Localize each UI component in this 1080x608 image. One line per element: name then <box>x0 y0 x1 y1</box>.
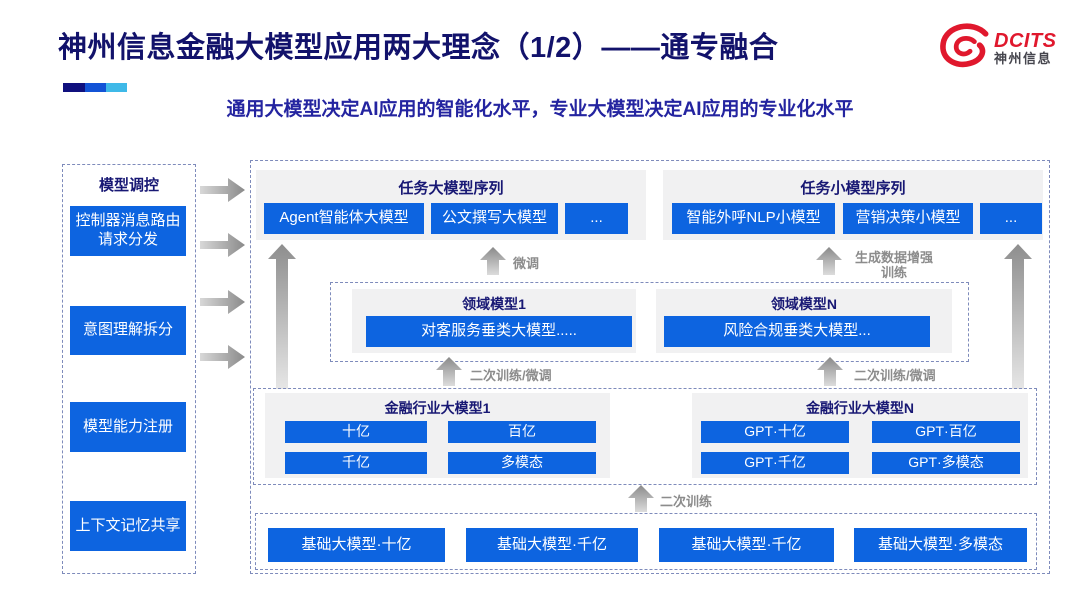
node-gpt-multimodal: GPT·多模态 <box>872 452 1020 474</box>
sidebar-title: 模型调控 <box>98 177 159 194</box>
retrain-finetune-label-left: 二次训练/微调 <box>470 368 552 383</box>
up-arrow-icon <box>816 247 842 275</box>
node-gpt-ten-billion: GPT·十亿 <box>701 421 849 443</box>
node-gpt-thousand-billion: GPT·千亿 <box>701 452 849 474</box>
node-risk-compliance-vertical-model: 风险合规垂类大模型... <box>664 316 930 347</box>
right-arrow-icon <box>200 178 245 202</box>
page-title: 神州信息金融大模型应用两大理念（1/2）——通专融合 <box>58 32 779 64</box>
node-multimodal: 多模态 <box>448 452 596 474</box>
node-customer-service-vertical-model: 对客服务垂类大模型..... <box>366 316 632 347</box>
node-base-model-thousand-billion-1: 基础大模型·千亿 <box>466 528 638 562</box>
right-arrow-icon <box>200 233 245 257</box>
task-small-title: 任务小模型序列 <box>800 180 906 197</box>
title-accent-bar <box>63 83 127 92</box>
tall-up-arrow-icon <box>268 244 296 389</box>
sidebar-item-context: 上下文记忆共享 <box>70 501 186 551</box>
node-doc-writing-large-model: 公文撰写大模型 <box>431 203 558 234</box>
retrain-finetune-label-right: 二次训练/微调 <box>854 368 936 383</box>
logo-brand: DCITS <box>994 30 1057 53</box>
up-arrow-icon <box>628 485 654 512</box>
dcits-swirl-icon <box>938 22 990 75</box>
domain-models-frame <box>330 282 969 362</box>
sidebar-item-intent: 意图理解拆分 <box>70 306 186 355</box>
node-hundred-billion: 百亿 <box>448 421 596 443</box>
node-base-model-multimodal: 基础大模型·多模态 <box>854 528 1027 562</box>
base-models-frame <box>255 513 1037 570</box>
up-arrow-icon <box>817 357 843 386</box>
node-marketing-small-model: 营销决策小模型 <box>843 203 973 234</box>
retrain-label: 二次训练 <box>660 494 713 509</box>
subtitle: 通用大模型决定AI应用的智能化水平，专业大模型决定AI应用的专业化水平 <box>226 99 854 120</box>
node-gpt-hundred-billion: GPT·百亿 <box>872 421 1020 443</box>
node-ten-billion: 十亿 <box>285 421 427 443</box>
domain-model-1-title: 领域模型1 <box>462 296 526 312</box>
node-base-model-thousand-billion-2: 基础大模型·千亿 <box>659 528 834 562</box>
industry-model-1-title: 金融行业大模型1 <box>384 400 491 416</box>
sidebar-item-router: 控制器消息路由请求分发 <box>70 206 186 256</box>
main-diagram-frame <box>250 160 1050 574</box>
node-thousand-billion: 千亿 <box>285 452 427 474</box>
domain-model-n-title: 领域模型N <box>770 296 838 312</box>
right-arrow-icon <box>200 290 245 314</box>
node-task-large-ellipsis: ... <box>565 203 628 234</box>
industry-models-frame <box>253 388 1037 485</box>
node-agent-large-model: Agent智能体大模型 <box>264 203 424 234</box>
up-arrow-icon <box>436 357 462 386</box>
gen-data-augment-label: 生成数据增强 训练 <box>854 250 933 280</box>
right-arrow-icon <box>200 345 245 369</box>
model-control-panel: 模型调控 <box>62 164 196 574</box>
industry-model-n-title: 金融行业大模型N <box>805 400 915 416</box>
task-large-title: 任务大模型序列 <box>398 180 504 197</box>
node-task-small-ellipsis: ... <box>980 203 1042 234</box>
dcits-logo: DCITS 神州信息 <box>938 22 1057 75</box>
sidebar-item-registry: 模型能力注册 <box>70 402 186 452</box>
node-outbound-nlp-small-model: 智能外呼NLP小模型 <box>672 203 835 234</box>
up-arrow-icon <box>480 247 506 275</box>
tall-up-arrow-icon <box>1004 244 1032 389</box>
logo-company: 神州信息 <box>994 51 1053 67</box>
node-base-model-ten-billion: 基础大模型·十亿 <box>268 528 445 562</box>
finetune-label: 微调 <box>513 256 540 271</box>
